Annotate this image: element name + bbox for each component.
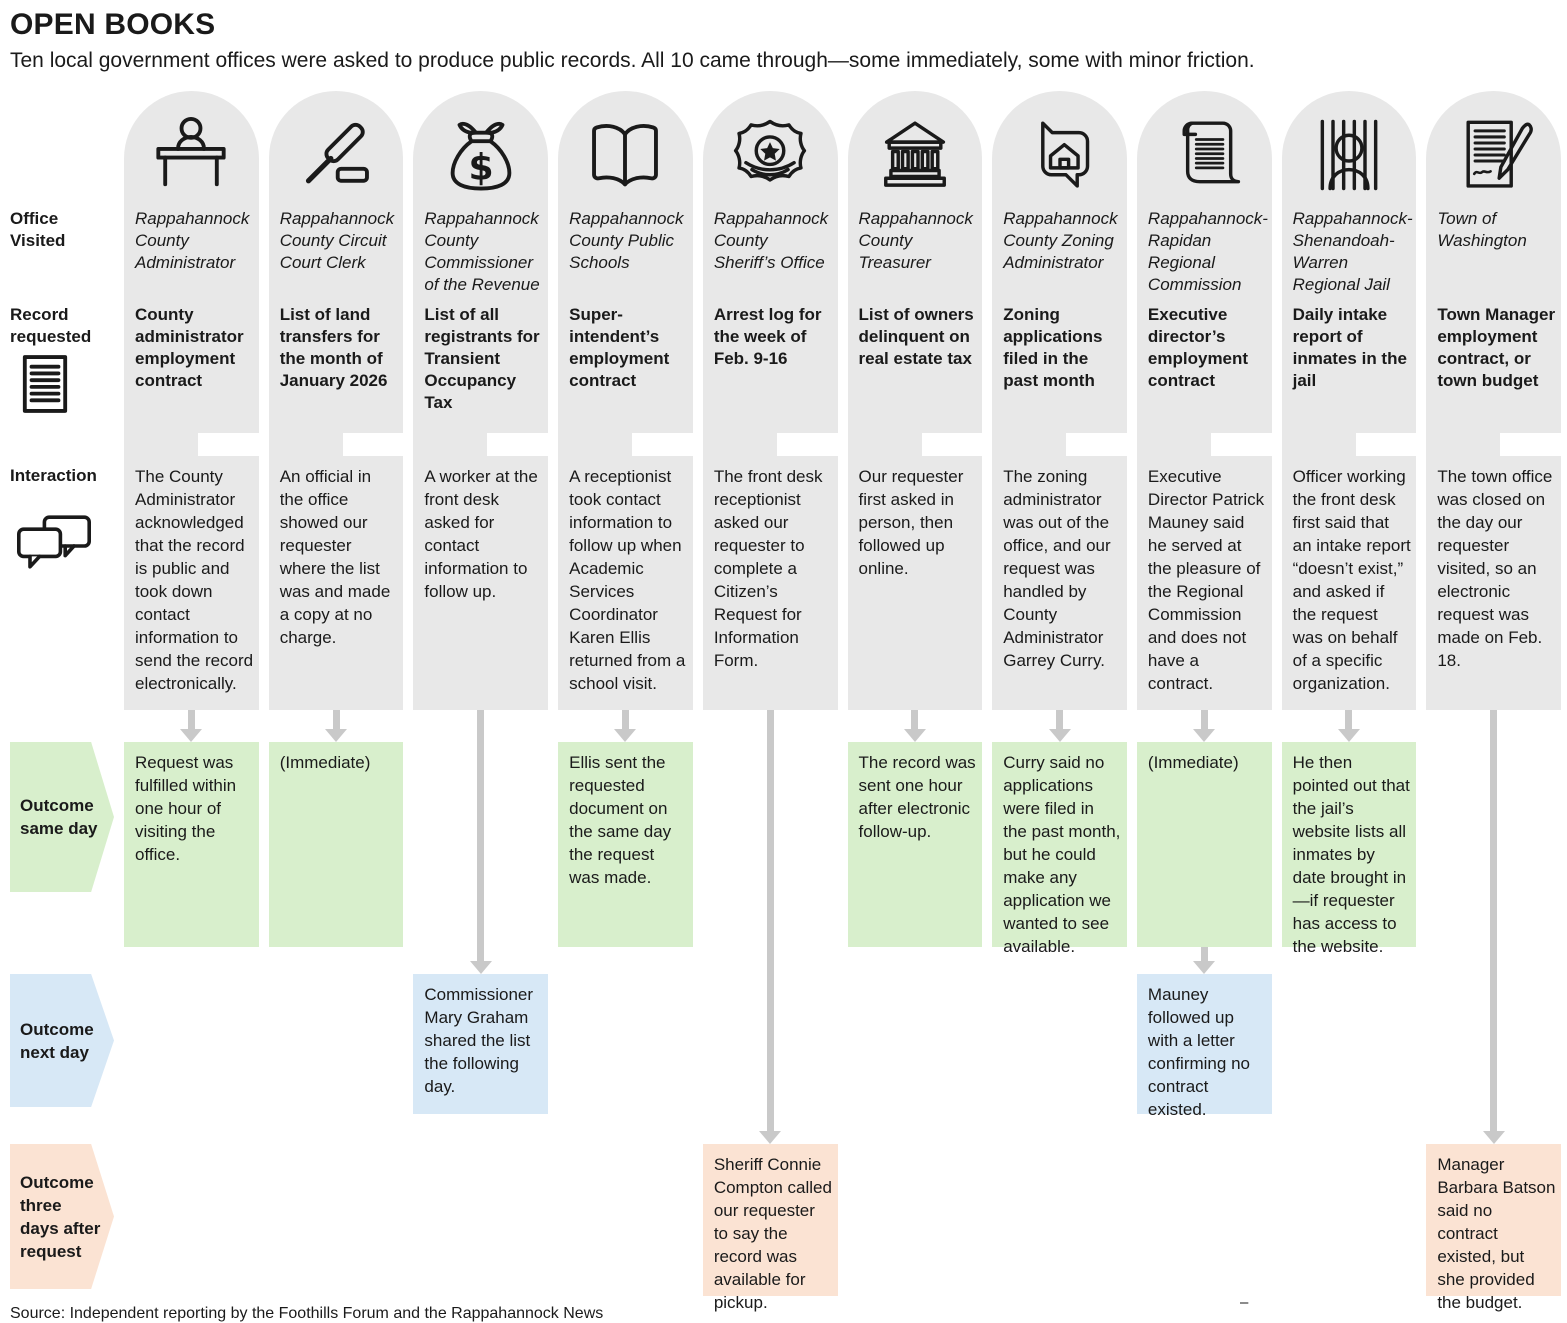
record-requested: List of land transfers for the month of … [268, 301, 404, 433]
outcome-three-days-box: Manager Barbara Batson said no contract … [1426, 1144, 1562, 1312]
outcome-same-day-label: Outcome same day [10, 742, 114, 892]
interaction-text: The County Administrator acknowledged th… [124, 456, 259, 710]
office-name: Rappahannock-Shenandoah-Warren Regional … [1281, 203, 1417, 301]
outcome-three-days-label: Outcome three days after request [10, 1144, 114, 1289]
record-requested: Zoning applications filed in the past mo… [992, 301, 1127, 433]
office-column-zoning: Rappahannock County Zoning Administrator… [992, 91, 1127, 1296]
flow-arrow [848, 710, 983, 742]
record-requested: List of owners delinquent on real estate… [847, 301, 983, 433]
office-name: Rappahannock County Circuit Court Clerk [268, 203, 404, 301]
interaction-text: The zoning administrator was out of the … [992, 456, 1127, 710]
connector [992, 433, 1127, 456]
connector [1426, 433, 1561, 456]
flow-arrow [1282, 710, 1417, 742]
office-column-town-washington: Town of Washington Town Manager employme… [1426, 91, 1562, 1312]
source-note: Source: Independent reporting by the Foo… [10, 1305, 604, 1322]
contract-pen-icon [1466, 120, 1533, 188]
record-requested: Super-intendent’s employment contract [558, 301, 693, 433]
outcome-next-day-label: Outcome next day [10, 974, 114, 1107]
stray-dash: – [1240, 1294, 1249, 1311]
office-column-commissioner-revenue: $ Rappahannock County Commissioner of th… [413, 91, 549, 1296]
interaction-text: A worker at the front desk asked for con… [413, 456, 549, 710]
office-name: Rappahannock County Treasurer [847, 203, 983, 301]
money-bag-icon: $ [450, 121, 512, 191]
page-title: OPEN BOOKS [10, 8, 216, 41]
outcome-next-day-box: Mauney followed up with a letter confirm… [1136, 974, 1272, 1119]
jail-bars-icon [1320, 119, 1378, 191]
interaction-text: The town office was closed on the day ou… [1426, 456, 1562, 710]
document-icon [22, 355, 68, 413]
outcome-same-day-box: (Immediate) [1136, 742, 1272, 947]
outcome-same-day-box: Ellis sent the requested document on the… [558, 742, 693, 947]
office-visited-label: Office Visited [10, 209, 66, 250]
office-column-sheriff: Rappahannock County Sheriff’s Office Arr… [702, 91, 838, 1312]
flow-arrow [1137, 947, 1272, 974]
speech-bubbles-icon [17, 515, 92, 569]
flow-arrow [992, 710, 1127, 742]
gavel-icon [305, 122, 369, 184]
connector [413, 433, 548, 456]
connector [847, 433, 983, 456]
outcome-three-days-box: Sheriff Connie Compton called our reques… [702, 1144, 838, 1312]
interaction-text: Our requester first asked in person, the… [847, 456, 983, 710]
office-column-public-schools: Rappahannock County Public Schools Super… [558, 91, 693, 1296]
outcome-same-day-box: Curry said no applications were filed in… [992, 742, 1127, 956]
outcome-same-day-box: Request was fulfilled within one hour of… [124, 742, 259, 947]
flow-arrow [703, 710, 838, 1144]
office-name: Rappahannock County Public Schools [558, 203, 693, 301]
office-name: Rappahannock County Administrator [124, 203, 259, 301]
connector [268, 433, 404, 456]
svg-text:$: $ [468, 146, 493, 189]
office-column-treasurer: Rappahannock County Treasurer List of ow… [847, 91, 983, 1296]
flow-arrow [1426, 710, 1561, 1144]
office-name: Rappahannock County Commissioner of the … [413, 203, 549, 301]
office-name: Town of Washington [1426, 203, 1562, 301]
connector [1281, 433, 1417, 456]
connector [1136, 433, 1272, 456]
record-requested: Executive director’s employment contract [1136, 301, 1272, 433]
record-requested: Daily intake report of inmates in the ja… [1281, 301, 1417, 433]
flow-arrow [413, 710, 548, 974]
flow-arrow [1137, 710, 1272, 742]
record-requested-label: Record requested [10, 305, 92, 346]
record-requested: Arrest log for the week of Feb. 9-16 [702, 301, 838, 433]
office-column-regional-commission: Rappahannock-Rapidan Regional Commission… [1136, 91, 1272, 1296]
interaction-text: Officer working the front desk first sai… [1281, 456, 1417, 710]
record-requested: List of all registrants for Transient Oc… [413, 301, 549, 433]
flow-arrow [124, 710, 259, 742]
admin-desk-icon [156, 116, 226, 187]
row-label-column: Office Visited Record requested Interact… [10, 91, 114, 1296]
flow-arrow [558, 710, 693, 742]
record-requested: County administrator employment contract [124, 301, 259, 433]
interaction-text: The front desk receptionist asked our re… [702, 456, 838, 710]
page-subtitle: Ten local government offices were asked … [10, 49, 1255, 72]
flow-arrow [269, 710, 404, 742]
outcome-next-day-box: Commissioner Mary Graham shared the list… [413, 974, 549, 1114]
office-column-administrator: Rappahannock County Administrator County… [124, 91, 259, 1296]
office-column-circuit-court: Rappahannock County Circuit Court Clerk … [268, 91, 404, 1296]
office-name: Rappahannock-Rapidan Regional Commission [1136, 203, 1272, 301]
office-name: Rappahannock County Sheriff’s Office [702, 203, 838, 301]
interaction-text: An official in the office showed our req… [268, 456, 404, 710]
record-requested: Town Manager employment contract, or tow… [1426, 301, 1562, 433]
scroll-icon [1182, 121, 1241, 184]
interaction-text: A receptionist took contact information … [558, 456, 693, 710]
interaction-label: Interaction [10, 466, 97, 485]
office-name: Rappahannock County Zoning Administrator [992, 203, 1127, 301]
connector [124, 433, 259, 456]
outcome-same-day-box: He then pointed out that the jail’s webs… [1281, 742, 1417, 956]
outcome-same-day-box: (Immediate) [268, 742, 404, 947]
outcome-same-day-box: The record was sent one hour after elect… [847, 742, 983, 947]
sheriff-badge-icon [734, 119, 807, 182]
interaction-text: Executive Director Patrick Mauney said h… [1136, 456, 1272, 710]
open-book-icon [592, 124, 659, 187]
connector [558, 433, 693, 456]
open-books-diagram: Office Visited Record requested Interact… [10, 91, 1562, 1312]
bank-icon [883, 121, 946, 187]
connector [702, 433, 838, 456]
office-column-regional-jail: Rappahannock-Shenandoah-Warren Regional … [1281, 91, 1417, 1296]
zoning-map-icon [1040, 121, 1089, 188]
